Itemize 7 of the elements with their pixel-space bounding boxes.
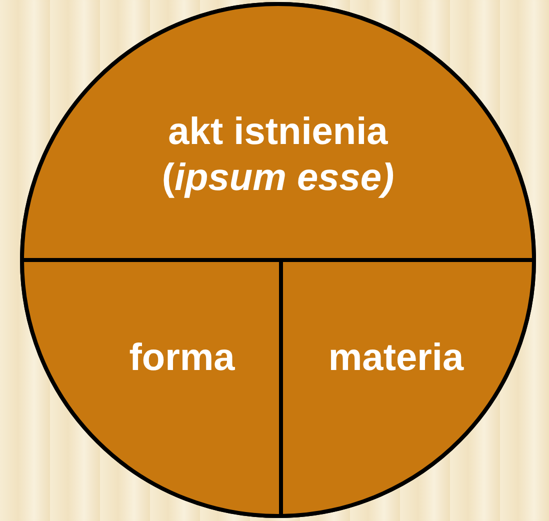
segment-label: akt istnienia (ipsum esse): [160, 110, 396, 201]
circle-segment: [22, 4, 534, 260]
circle-segment: [281, 260, 534, 516]
circle-segment: [22, 260, 281, 516]
circle-diagram: [20, 2, 536, 518]
segment-label: materia: [327, 336, 465, 381]
segment-label: forma: [128, 336, 236, 381]
